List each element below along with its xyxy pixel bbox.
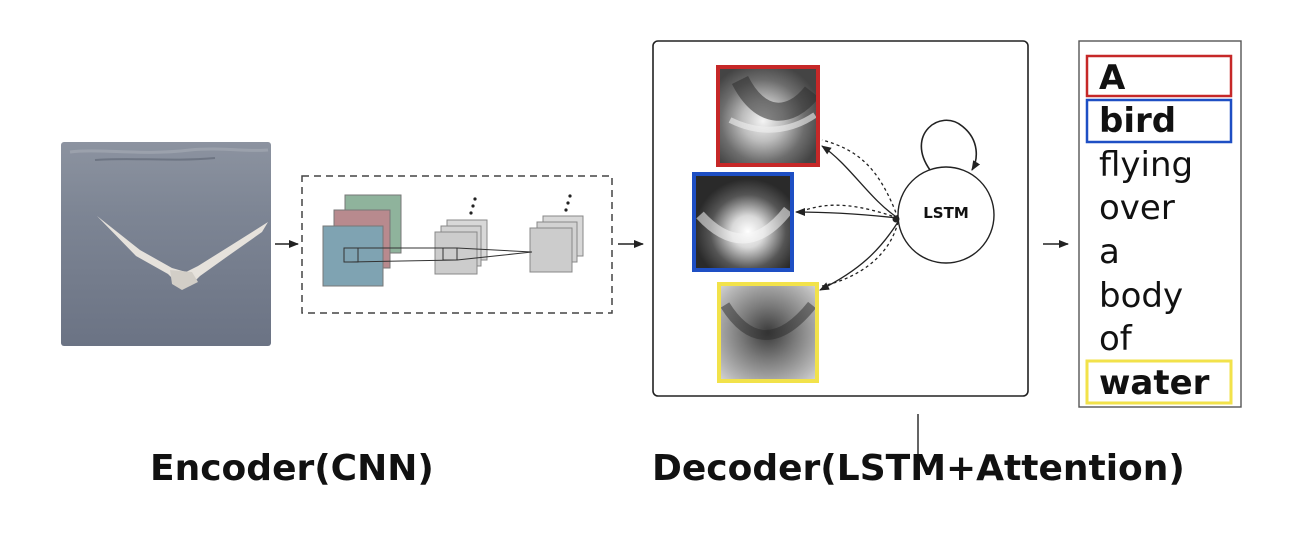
caption-word: of <box>1099 319 1132 359</box>
caption-word: flying <box>1099 145 1194 185</box>
decoder-caption: Decoder(LSTM+Attention) <box>652 448 1185 489</box>
caption-word: a <box>1099 232 1120 272</box>
highlight-box-water <box>1085 359 1233 405</box>
attention-map-water <box>717 282 819 383</box>
highlight-box-bird <box>1085 98 1233 144</box>
attention-connections <box>795 139 899 291</box>
caption-word: body <box>1099 276 1184 316</box>
attention-map-a <box>716 65 820 167</box>
attention-map-bird <box>692 172 794 272</box>
decoder-block <box>652 40 1029 460</box>
encoder-caption: Encoder(CNN) <box>150 448 434 489</box>
lstm-node <box>897 166 995 264</box>
lstm-self-loop <box>920 119 981 171</box>
caption-word: A <box>1099 58 1126 98</box>
input-image <box>61 142 271 346</box>
caption-word: over <box>1099 188 1175 228</box>
cnn-block <box>301 175 613 314</box>
lstm-label: LSTM <box>923 204 969 222</box>
highlight-box-a <box>1085 54 1233 98</box>
caption-word: water <box>1099 363 1210 403</box>
caption-word: bird <box>1099 101 1177 141</box>
caption-panel <box>1078 40 1242 408</box>
bird-icon <box>97 216 268 290</box>
